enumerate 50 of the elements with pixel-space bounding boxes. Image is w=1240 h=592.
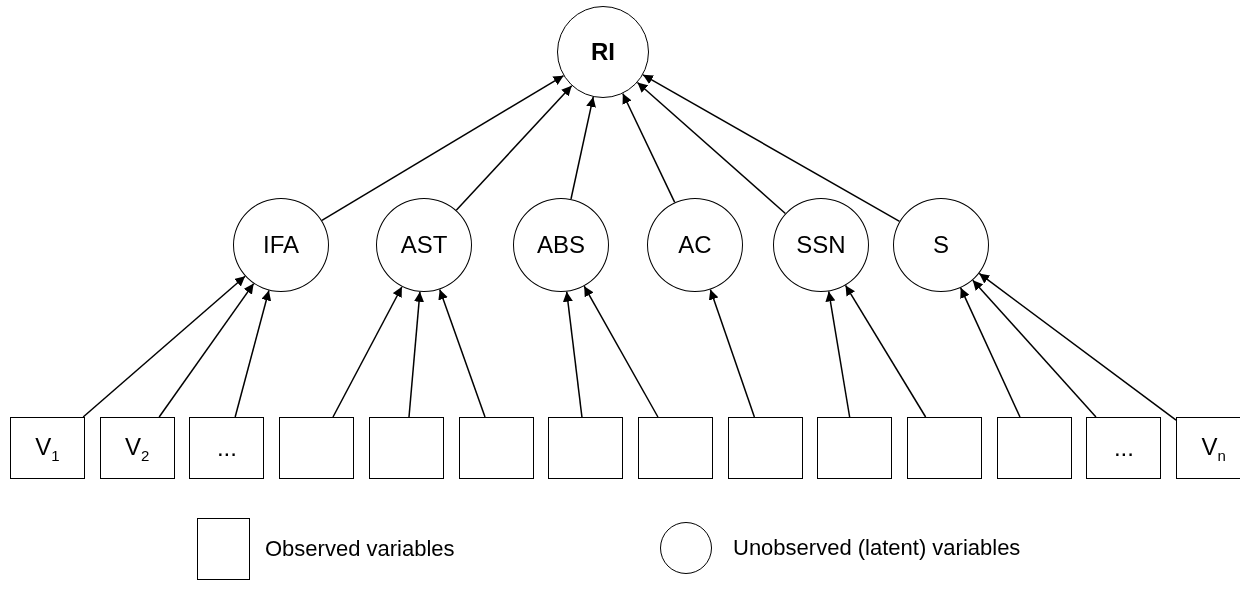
variable-label: ABS xyxy=(537,231,585,259)
observed-variable-box xyxy=(817,417,893,479)
arrow xyxy=(636,81,787,215)
latent-variable-circle xyxy=(773,198,869,292)
variable-label: IFA xyxy=(263,231,299,259)
variable-label: ... xyxy=(216,434,237,462)
observed-variable-box xyxy=(637,417,713,479)
arrow xyxy=(978,272,1177,421)
variable-label: S xyxy=(933,231,949,259)
observed-variable-box xyxy=(1176,417,1240,479)
arrow xyxy=(438,288,486,418)
legend-label: Unobserved (latent) variables xyxy=(733,535,1021,561)
arrow xyxy=(234,289,272,418)
arrow xyxy=(332,286,403,418)
variable-label: AC xyxy=(678,231,712,259)
arrow xyxy=(959,287,1021,418)
arrow xyxy=(972,279,1097,418)
arrow xyxy=(570,96,596,200)
arrow xyxy=(455,85,573,211)
arrow xyxy=(708,288,756,418)
variable-label: RI xyxy=(591,38,615,66)
variable-label: SSN xyxy=(796,231,846,259)
arrow xyxy=(82,275,246,418)
arrow xyxy=(408,291,425,418)
observed-variable-box xyxy=(189,417,265,479)
arrow xyxy=(825,290,851,418)
legend-label: Observed variables xyxy=(265,536,455,562)
variable-label: AST xyxy=(400,231,448,259)
observed-variable-box xyxy=(907,417,982,479)
observed-variable-box xyxy=(727,417,803,479)
variable-label: V$_{2}$ xyxy=(125,432,150,464)
latent-variable-circle xyxy=(557,6,649,98)
arrow xyxy=(844,284,927,418)
variable-label: V$_{1}$ xyxy=(35,432,60,464)
observed-variable-box xyxy=(10,417,85,479)
variable-label: ... xyxy=(1113,434,1134,462)
arrow xyxy=(562,290,583,418)
observed-variable-box xyxy=(548,417,624,479)
arrow xyxy=(642,74,901,223)
observed-variable-box xyxy=(99,417,175,479)
observed-variable-box xyxy=(458,417,534,479)
arrow xyxy=(321,74,565,222)
arrow xyxy=(158,282,255,418)
observed-variable-box xyxy=(368,417,444,479)
observed-variable-box xyxy=(1086,417,1162,479)
variable-label: V$_{n}$ xyxy=(1201,432,1226,464)
arrow xyxy=(622,92,676,204)
observed-variable-box xyxy=(279,417,355,479)
observed-variable-box xyxy=(996,417,1072,479)
arrow xyxy=(583,285,659,418)
